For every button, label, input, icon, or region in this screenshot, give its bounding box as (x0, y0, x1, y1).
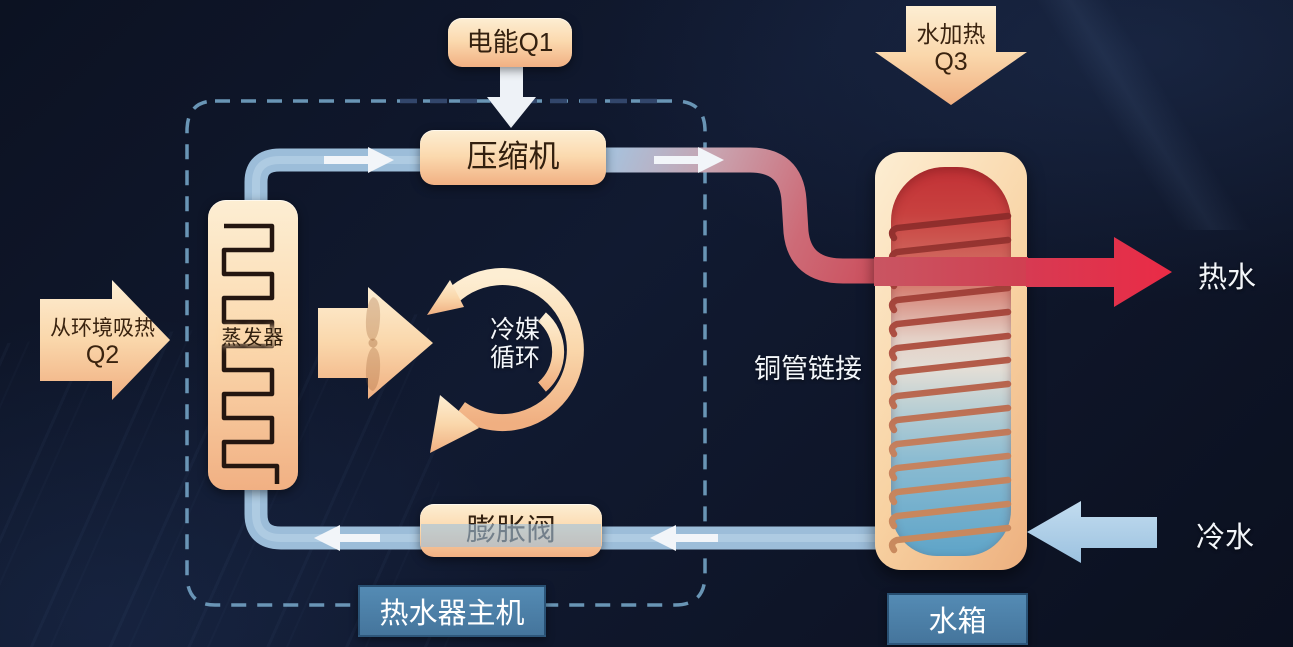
pipe-highlight (252, 478, 878, 542)
cycle-arrows-icon (440, 268, 584, 431)
tank-heating-coil-icon (888, 212, 1012, 554)
compressor-label: 压缩机 (466, 139, 560, 175)
main-unit-label-box: 热水器主机 (358, 585, 546, 637)
pipe-highlight (252, 156, 421, 212)
flow-arrow-right-icon (654, 147, 724, 173)
fan-arrow (318, 287, 433, 399)
env-heat-text: 从环境吸热 Q2 (30, 316, 175, 370)
compressor-box: 压缩机 (420, 130, 606, 185)
env-heat-line1: 从环境吸热 (50, 317, 155, 340)
serpentine-coil-path (221, 223, 280, 484)
water-heating-line1: 水加热 (916, 21, 986, 47)
pipe-evaporator-to-compressor (244, 148, 421, 212)
water-heating-arrow (875, 6, 1027, 105)
evaporator-coil-icon (221, 223, 280, 484)
water-tank (875, 152, 1027, 570)
flow-arrow-left-icon (314, 525, 380, 551)
water-heating-line2: Q3 (934, 48, 968, 76)
pipe-tank-to-expansion-valve (244, 478, 878, 550)
electric-energy-label: 电能Q1 (466, 26, 554, 57)
cycle-arrowhead-top (427, 280, 464, 315)
pipe-compressor-to-tank (605, 147, 878, 284)
cold-water-label: 冷水 (1195, 522, 1254, 554)
fan-hub-icon (368, 338, 378, 348)
evaporator-label: 蒸发器 (221, 327, 285, 349)
env-heat-line2: Q2 (85, 341, 120, 369)
env-heat-arrow (40, 280, 170, 400)
coil-lines (888, 212, 1012, 554)
cycle-inner-curl-icon (537, 312, 565, 392)
water-tank-label: 水箱 (928, 606, 987, 638)
hot-water-label: 热水 (1197, 262, 1256, 294)
water-heating-text: 水加热 Q3 (886, 21, 1016, 76)
cold-water-arrow (1027, 501, 1157, 563)
cycle-arrowhead-bottom (430, 395, 479, 453)
main-unit-dashed-border (185, 99, 707, 607)
refrigerant-cycle-text: 冷媒 循环 (452, 316, 578, 372)
down-arrow-icon (487, 64, 536, 128)
flow-arrow-left-icon (650, 525, 718, 551)
fan-blade-icon (365, 297, 381, 391)
hot-pipe-through-tank (874, 257, 1028, 286)
electric-energy-box: 电能Q1 (448, 18, 572, 67)
refrigerant-cycle-line2: 循环 (489, 344, 540, 372)
evaporator-box: 蒸发器 (208, 200, 298, 490)
hot-water-arrow (1026, 237, 1172, 307)
pipe-through-valve (421, 524, 601, 547)
refrigerant-cycle-line1: 冷媒 (489, 316, 540, 344)
copper-pipe-label: 铜管链接 (754, 354, 862, 384)
water-tank-label-box: 水箱 (887, 593, 1028, 645)
flow-arrow-right-icon (324, 147, 394, 173)
main-unit-label: 热水器主机 (379, 598, 525, 630)
